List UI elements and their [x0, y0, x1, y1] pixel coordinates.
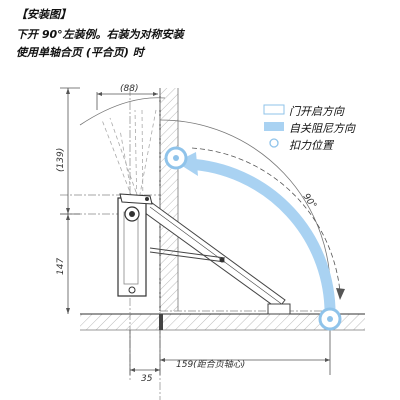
- damping-arrow-head-icon: [176, 152, 198, 176]
- angle-label: 90°: [301, 192, 318, 211]
- legend-force-circle-icon: [269, 138, 279, 148]
- dimension-left-upper: (139): [56, 148, 66, 172]
- diagram-title: 【安装图】: [16, 8, 71, 21]
- legend-label-door-open: 门开启方向: [289, 105, 344, 118]
- wall: [160, 88, 178, 311]
- legend-door-open-swatch: [263, 104, 285, 115]
- diagram-subtitle-line1: 下开 90°左装例。右装为对称安装: [16, 28, 184, 41]
- floor: [80, 314, 365, 330]
- door-open-arc-top: [79, 97, 166, 126]
- hinge-plate: [267, 303, 291, 315]
- dimension-left-lower: 147: [56, 258, 66, 275]
- door-open-arrow-head-icon: [336, 288, 345, 300]
- legend-label-damping: 自关阻尼方向: [289, 122, 355, 135]
- dimension-bottom-left: 35: [141, 374, 153, 384]
- dimension-bottom-right: 159(距合页轴心): [176, 359, 245, 370]
- door-open-direction-arrow: [191, 147, 341, 293]
- legend-label-force-position: 扣力位置: [289, 139, 333, 152]
- dimension-top: (88): [120, 84, 138, 94]
- damping-direction-arrow: [187, 158, 336, 319]
- door-swing-arc: [159, 119, 331, 301]
- legend-damping-swatch: [264, 122, 284, 131]
- hinge-pin: [159, 314, 163, 330]
- diagram-subtitle-line2: 使用单轴合页 (平合页) 时: [16, 46, 144, 59]
